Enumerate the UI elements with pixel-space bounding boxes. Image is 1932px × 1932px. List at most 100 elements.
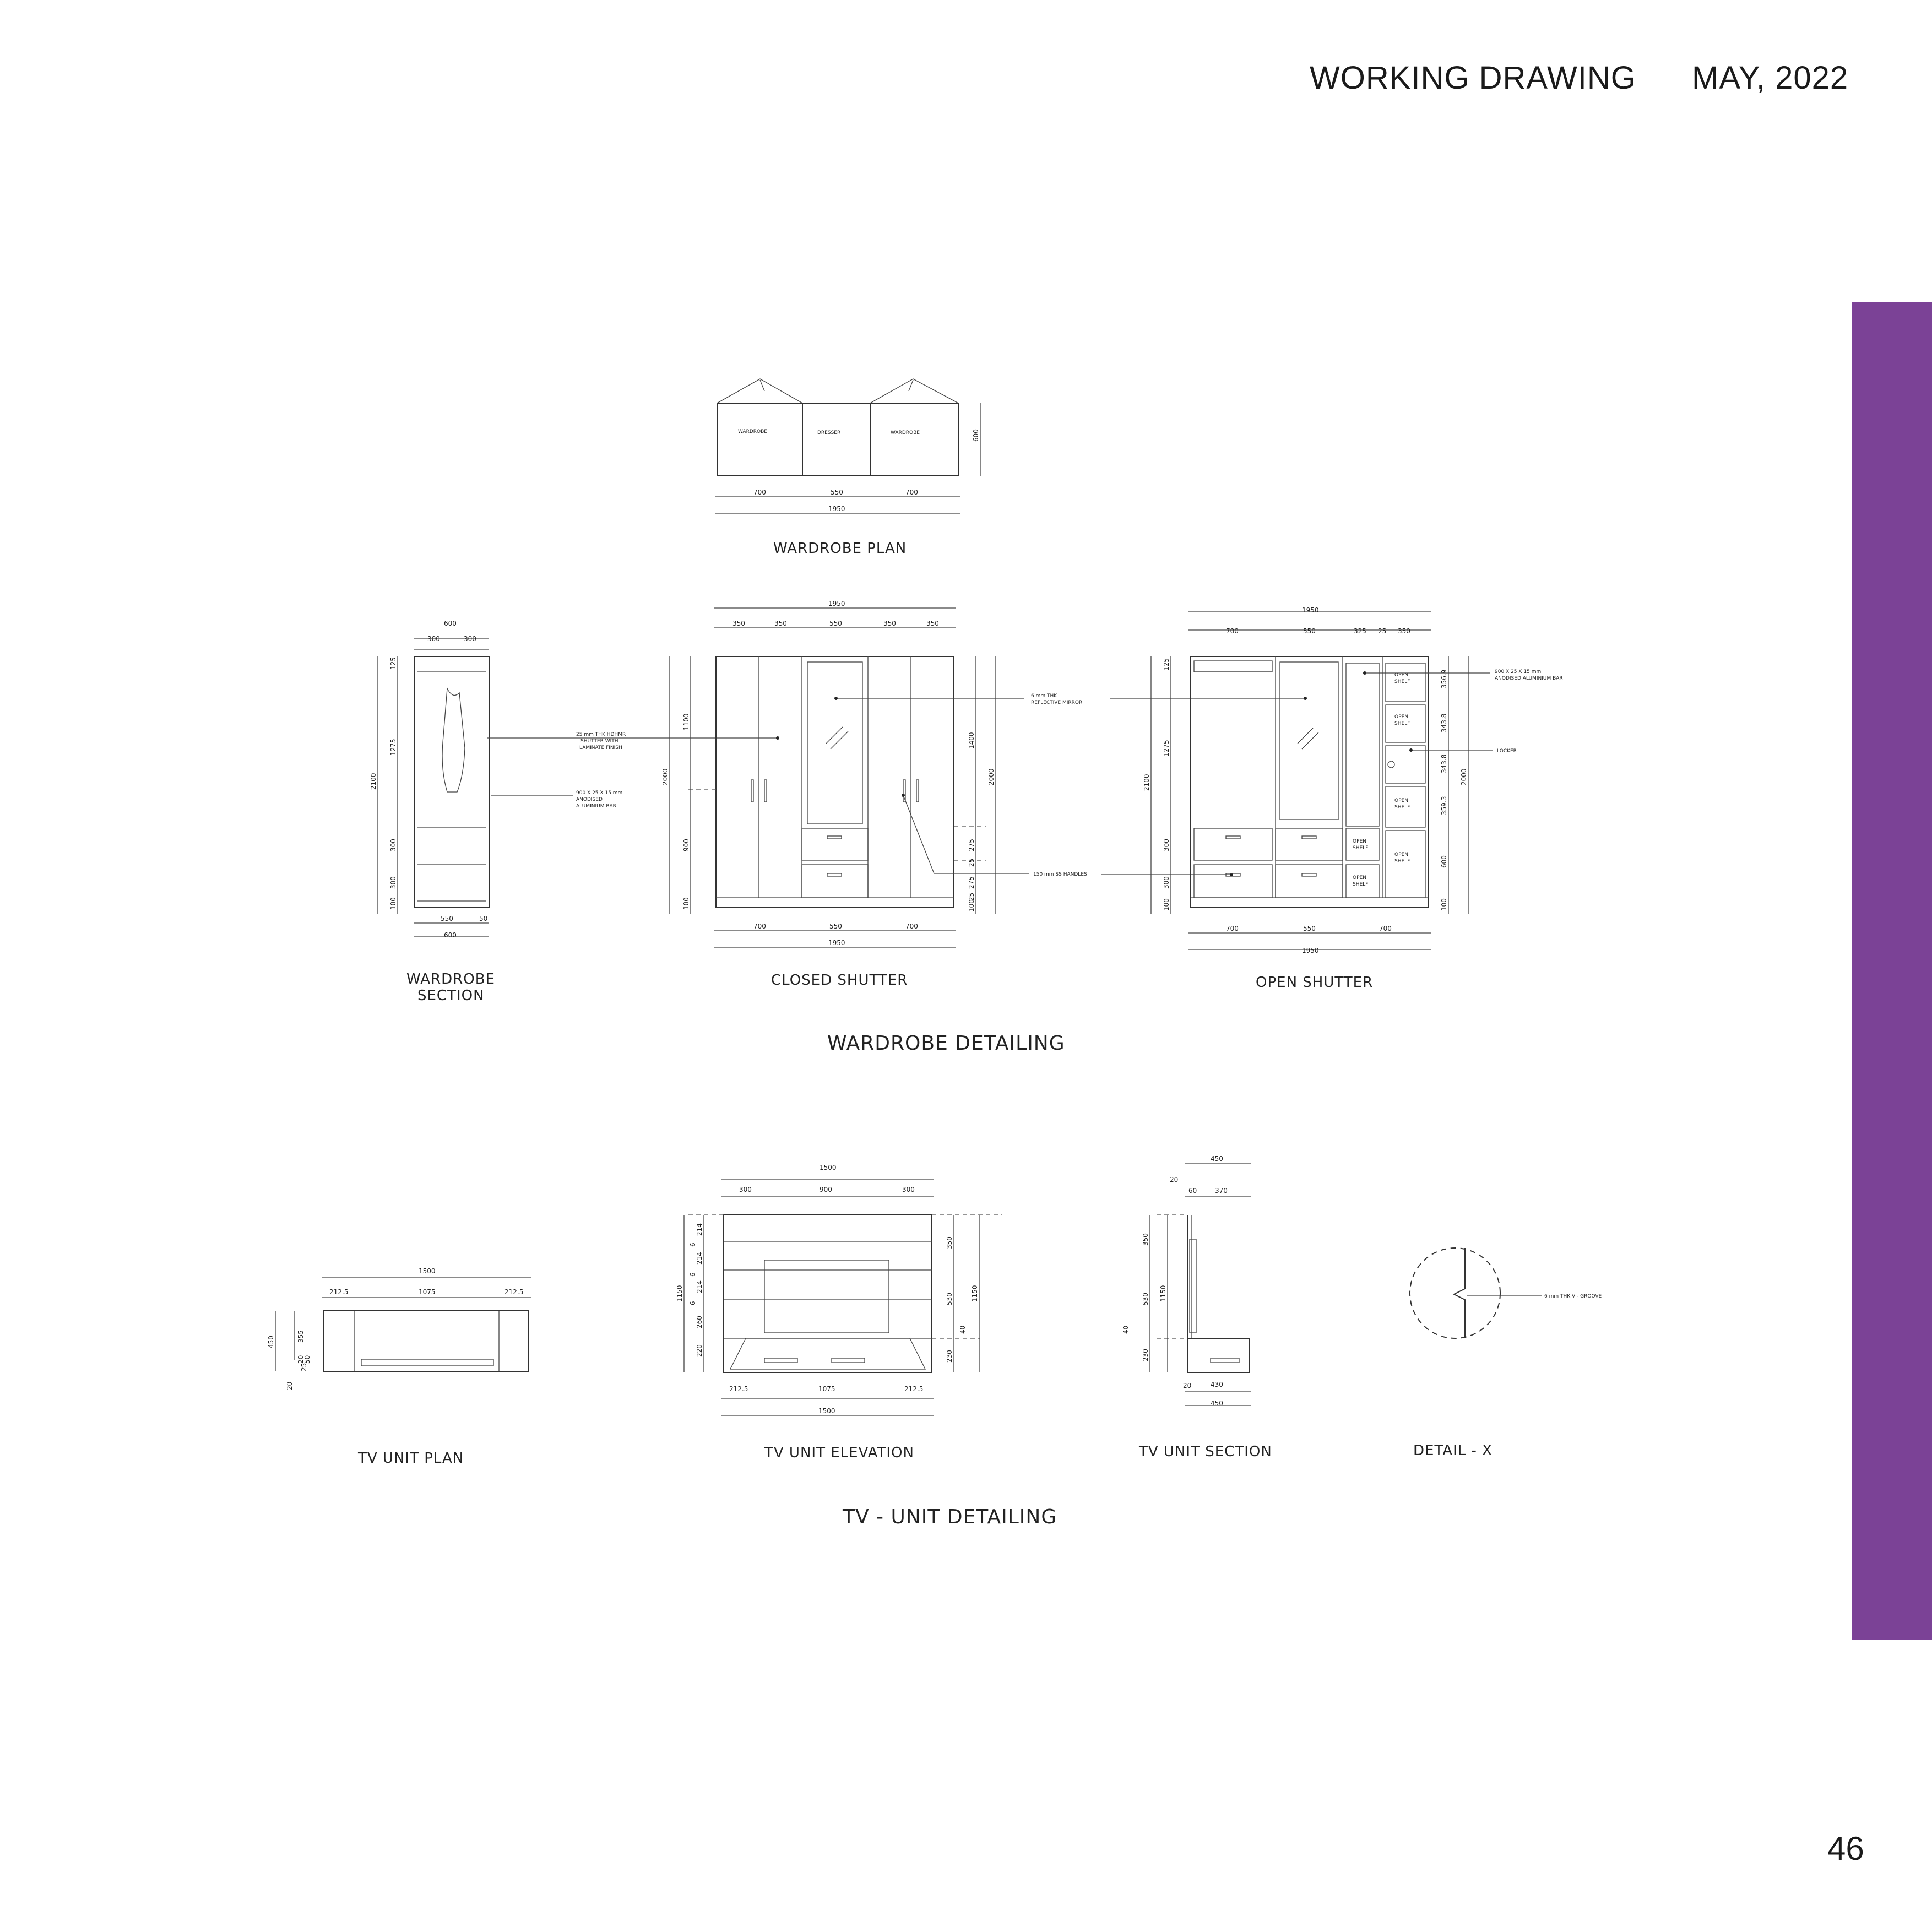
- open-shelf-label: SHELF: [1394, 859, 1410, 864]
- tv-elev-dim: 214: [696, 1280, 703, 1293]
- open-shelf-label: OPEN: [1394, 852, 1408, 858]
- open-shelf-label: OPEN: [1394, 798, 1408, 804]
- tv-section-base: [1187, 1338, 1250, 1373]
- section-dim: 50: [479, 915, 487, 922]
- plan-dim: 1950: [828, 505, 845, 513]
- open-shelf-label: OPEN: [1394, 672, 1408, 678]
- tv-sec-dim: 1150: [1159, 1285, 1167, 1302]
- open-dim: 700: [1226, 925, 1239, 932]
- open-dim: 700: [1226, 627, 1239, 635]
- tv-plan-dim: 20: [286, 1382, 294, 1390]
- note-locker: LOCKER: [1497, 748, 1517, 754]
- tv-plan-dim: 212.5: [504, 1288, 523, 1296]
- closed-dim: 25: [968, 859, 975, 867]
- tv-unit-section: 450 20 60 370 350 530 1150 40 230 20 430…: [1122, 1155, 1272, 1460]
- open-dim: 359.3: [1440, 796, 1448, 815]
- section-caption-line2: SECTION: [417, 987, 485, 1004]
- tv-plan-dim: 355: [297, 1330, 305, 1343]
- locker-knob-icon: [1387, 761, 1395, 768]
- tv-plan-dim: 20: [297, 1355, 305, 1364]
- header-date: MAY, 2022: [1692, 60, 1849, 96]
- plan-label-wardrobe-right: WARDROBE: [891, 430, 920, 436]
- note-open-bar-2: ANODISED ALUMINIUM BAR: [1495, 676, 1563, 681]
- open-dim: 356.9: [1440, 670, 1448, 688]
- closed-dim: 275: [968, 839, 975, 851]
- header-title: WORKING DRAWING: [1310, 60, 1636, 96]
- tv-elev-dim: 260: [696, 1316, 703, 1328]
- tv-sec-dim: 370: [1215, 1187, 1228, 1195]
- tv-elev-outline: [723, 1214, 932, 1373]
- detail-note: 6 mm THK V - GROOVE: [1544, 1294, 1602, 1299]
- tv-sec-dim: 350: [1142, 1233, 1149, 1246]
- section-dim: 2100: [370, 773, 377, 790]
- tv-elev-dim: 1075: [818, 1385, 835, 1393]
- section-caption-line1: WARDROBE: [406, 971, 495, 987]
- open-shelf-label: SHELF: [1353, 845, 1368, 851]
- shutter-notes: 25 mm THK HDHMR SHUTTER WITH LAMINATE FI…: [487, 732, 779, 809]
- open-dim: 25: [1378, 627, 1386, 635]
- note-shutter-3: LAMINATE FINISH: [579, 745, 622, 751]
- open-shelf-label: SHELF: [1394, 805, 1410, 810]
- tv-sec-dim: 450: [1211, 1155, 1223, 1163]
- tv-unit-elevation: 1500 300 900 300 214 6 214 6 214 6 260 2…: [676, 1164, 1002, 1461]
- tv-sec-caption: TV UNIT SECTION: [1138, 1443, 1272, 1460]
- mirror-notes: 6 mm THK REFLECTIVE MIRROR 150 mm SS HAN…: [834, 693, 1307, 877]
- tv-plan-dim: 450: [267, 1336, 275, 1348]
- closed-dim: 100: [682, 897, 690, 910]
- tv-sec-dim: 530: [1142, 1293, 1149, 1305]
- tv-elev-dim: 214: [696, 1223, 703, 1236]
- section-dim: 300: [389, 839, 397, 851]
- closed-dim: 350: [732, 620, 745, 627]
- accent-bar: [1852, 302, 1932, 1640]
- tv-elev-dim: 350: [946, 1236, 953, 1249]
- closed-dim: 550: [829, 922, 842, 930]
- note-bar-1: 900 X 25 X 15 mm: [576, 790, 622, 796]
- open-shutter-elevation: OPEN SHELF OPEN SHELF OPEN SHELF OPEN SH…: [1143, 606, 1563, 991]
- plan-caption: WARDROBE PLAN: [773, 540, 907, 557]
- section-dim: 125: [389, 657, 397, 670]
- closed-dim: 900: [682, 839, 690, 851]
- tv-elev-dim: 212.5: [729, 1385, 748, 1393]
- plan-dim: 600: [972, 429, 980, 442]
- open-dim: 550: [1303, 627, 1316, 635]
- section-dim: 300: [427, 635, 440, 643]
- tv-sec-dim: 40: [1122, 1326, 1130, 1334]
- open-outline: [1190, 656, 1429, 908]
- wardrobe-plan: WARDROBE DRESSER WARDROBE 700 550 700 19…: [715, 378, 981, 557]
- plan-dim: 700: [753, 489, 766, 496]
- closed-dim: 100: [968, 899, 975, 912]
- plan-label-dresser: DRESSER: [817, 430, 840, 436]
- section-dim: 550: [441, 915, 453, 922]
- section-dim: 100: [389, 897, 397, 910]
- tv-unit-plan: 1500 212.5 1075 212.5 450 355 20 25 50 2…: [267, 1267, 531, 1467]
- tv-sec-dim: 20: [1183, 1382, 1191, 1390]
- tv-elev-dim: 212.5: [904, 1385, 923, 1393]
- tv-elev-dim: 40: [959, 1326, 967, 1334]
- tv-section-title: TV - UNIT DETAILING: [842, 1506, 1057, 1528]
- tv-elev-dim: 1150: [676, 1285, 683, 1302]
- tv-elev-dim: 230: [946, 1350, 953, 1363]
- note-bar-3: ALUMINIUM BAR: [576, 804, 616, 809]
- plan-label-wardrobe-left: WARDROBE: [738, 429, 767, 435]
- plan-dim: 550: [831, 489, 843, 496]
- open-caption: OPEN SHUTTER: [1256, 974, 1373, 991]
- tv-elev-dim: 220: [696, 1344, 703, 1357]
- closed-dim: 350: [883, 620, 896, 627]
- closed-dim: 1400: [968, 732, 975, 749]
- plan-outline: [717, 403, 959, 476]
- tv-plan-dim: 25: [300, 1363, 308, 1371]
- open-dim: 343.8: [1440, 755, 1448, 773]
- plan-dim: 700: [905, 489, 918, 496]
- closed-dim: 2000: [987, 768, 995, 785]
- tv-elev-dim: 900: [820, 1186, 832, 1193]
- section-dim: 300: [389, 876, 397, 889]
- tv-sec-dim: 430: [1211, 1381, 1223, 1388]
- tv-sec-dim: 230: [1142, 1349, 1149, 1361]
- hanging-garment-icon: [442, 687, 465, 793]
- closed-dim: 1950: [828, 600, 845, 607]
- open-dim: 600: [1440, 855, 1448, 868]
- closed-dim: 1100: [682, 713, 690, 730]
- note-shutter-2: SHUTTER WITH: [580, 739, 618, 744]
- note-mirror-1: 6 mm THK: [1031, 693, 1057, 699]
- section-dim: 600: [444, 620, 457, 627]
